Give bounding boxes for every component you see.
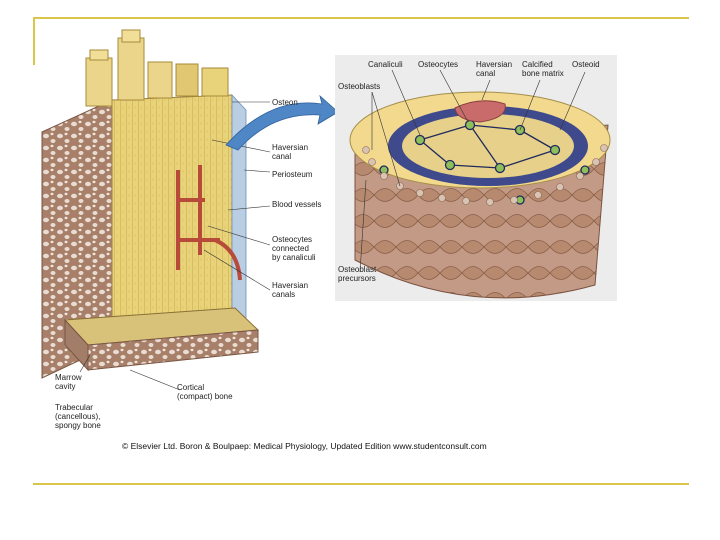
label-haversian-canal-left: Haversian canal [272,143,310,161]
label-canaliculi: Canaliculi [368,60,403,69]
label-trabecular-bone: Trabecular (cancellous), spongy bone [55,403,103,430]
frame-left-line [33,17,35,65]
haversian-canal-shape [454,100,506,123]
label-calcified-matrix: Calcified bone matrix [522,60,564,78]
frame-bottom-line [33,483,689,485]
label-cortical-bone: Cortical (compact) bone [177,383,233,401]
frame-top-line [33,17,689,19]
label-haversian-canals: Haversian canals [272,281,310,299]
label-marrow-cavity: Marrow cavity [55,373,84,391]
label-osteocytes: Osteocytes [418,60,458,69]
label-haversian-canal-top: Haversian canal [476,60,514,78]
label-osteoblast-precursors: Osteoblast precursors [338,265,378,283]
osteon-cylinders [85,29,229,107]
label-osteoid: Osteoid [572,60,600,69]
label-blood-vessels: Blood vessels [272,200,321,209]
bone-block-illustration [41,29,271,391]
copyright-credit: © Elsevier Ltd. Boron & Boulpaep: Medica… [122,441,487,451]
blood-vessels-illustration [176,165,242,281]
label-osteocytes-connected: Osteocytes connected by canaliculi [272,235,316,262]
label-osteoblasts: Osteoblasts [338,82,380,91]
osteon-closeup-panel [335,55,617,301]
label-periosteum: Periosteum [272,170,313,179]
label-osteon: Osteon [272,98,298,107]
